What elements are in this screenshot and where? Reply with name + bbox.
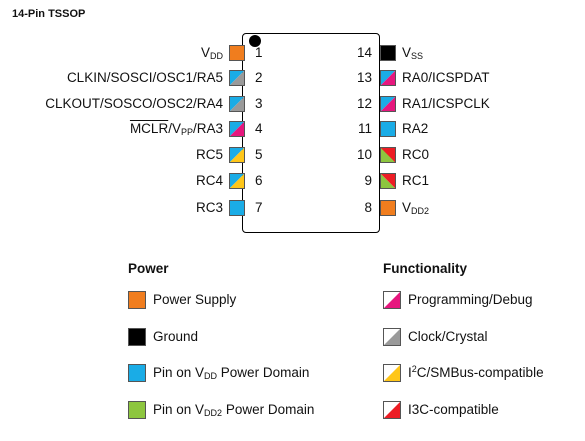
legend-label: Pin on VDD Power Domain bbox=[153, 365, 310, 381]
pin-label: RC1 bbox=[402, 173, 430, 188]
pin-5-rc5: RC5 bbox=[0, 147, 245, 163]
functionality-legend-heading: Functionality bbox=[383, 261, 467, 276]
pin-label: RC3 bbox=[195, 200, 223, 215]
pin-4-mclr: MCLR/VPP/RA3 bbox=[0, 121, 245, 137]
package-title: 14-Pin TSSOP bbox=[12, 8, 86, 20]
pin-label: VDD2 bbox=[402, 200, 430, 216]
legend-label: Ground bbox=[153, 329, 199, 344]
pin-label: VDD bbox=[200, 45, 223, 61]
pin-label: VSS bbox=[402, 45, 424, 61]
legend-label: I2C/SMBus-compatible bbox=[408, 364, 544, 381]
i2c-swatch bbox=[383, 364, 401, 382]
pin-13-ra0: RA0/ICSPDAT bbox=[380, 70, 580, 86]
power-supply-swatch bbox=[128, 291, 146, 309]
pin-number: 14 bbox=[356, 45, 372, 60]
pin-number: 4 bbox=[255, 121, 263, 136]
vdd-programming-swatch bbox=[229, 121, 245, 137]
vdd-domain-swatch bbox=[380, 121, 396, 137]
vdd2-domain-swatch bbox=[128, 401, 146, 419]
pin-number: 11 bbox=[357, 121, 372, 136]
pin-label: RC0 bbox=[402, 147, 430, 162]
vdd-i2c-swatch bbox=[229, 173, 245, 189]
pin-number: 13 bbox=[356, 70, 372, 85]
power-legend-heading: Power bbox=[128, 261, 169, 276]
pin-number: 1 bbox=[255, 45, 263, 60]
legend-label: I3C-compatible bbox=[408, 402, 499, 417]
vdd2-i3c-swatch bbox=[380, 173, 396, 189]
pin-number: 5 bbox=[255, 147, 263, 162]
pin-label: RC5 bbox=[195, 147, 223, 162]
power-supply-swatch bbox=[380, 200, 396, 216]
vdd-domain-swatch bbox=[229, 200, 245, 216]
vdd-programming-swatch bbox=[380, 96, 396, 112]
pin-3-clkout: CLKOUT/SOSCO/OSC2/RA4 bbox=[0, 96, 245, 112]
legend-label: Pin on VDD2 Power Domain bbox=[153, 402, 315, 418]
pin-10-rc0: RC0 bbox=[380, 147, 580, 163]
pin-number: 9 bbox=[364, 173, 372, 188]
clock-swatch bbox=[383, 328, 401, 346]
vdd-i2c-swatch bbox=[229, 147, 245, 163]
pin-label: RA1/ICSPCLK bbox=[402, 96, 490, 111]
pin-9-rc1: RC1 bbox=[380, 173, 580, 189]
pin-label: MCLR/VPP/RA3 bbox=[129, 121, 223, 137]
pin-number: 2 bbox=[255, 70, 263, 85]
programming-swatch bbox=[383, 291, 401, 309]
i3c-swatch bbox=[383, 401, 401, 419]
pin-6-rc4: RC4 bbox=[0, 173, 245, 189]
vdd-clock-swatch bbox=[229, 96, 245, 112]
vdd2-i3c-swatch bbox=[380, 147, 396, 163]
pin-number: 3 bbox=[255, 96, 263, 111]
pin-label: RA0/ICSPDAT bbox=[402, 70, 490, 85]
pin-8-vdd2: VDD2 bbox=[380, 200, 580, 216]
power-supply-swatch bbox=[229, 45, 245, 61]
pin-number: 8 bbox=[364, 200, 372, 215]
pin-12-ra1: RA1/ICSPCLK bbox=[380, 96, 580, 112]
pin-label: CLKOUT/SOSCO/OSC2/RA4 bbox=[45, 96, 223, 111]
vdd-programming-swatch bbox=[380, 70, 396, 86]
pin-label: RC4 bbox=[195, 173, 223, 188]
pin-11-ra2: RA2 bbox=[380, 121, 580, 137]
vdd-clock-swatch bbox=[229, 70, 245, 86]
pin-number: 10 bbox=[356, 147, 372, 162]
vdd-domain-swatch bbox=[128, 364, 146, 382]
pin-2-clkin: CLKIN/SOSCI/OSC1/RA5 bbox=[0, 70, 245, 86]
ground-swatch bbox=[128, 328, 146, 346]
pin1-indicator-dot bbox=[249, 35, 261, 47]
legend-label: Clock/Crystal bbox=[408, 329, 488, 344]
pin-number: 6 bbox=[255, 173, 263, 188]
pin-14-vss: VSS bbox=[380, 45, 580, 61]
legend-label: Power Supply bbox=[153, 292, 237, 307]
pin-number: 7 bbox=[255, 200, 263, 215]
pin-7-rc3: RC3 bbox=[0, 200, 245, 216]
pin-label: RA2 bbox=[402, 121, 429, 136]
pin-number: 12 bbox=[356, 96, 372, 111]
ground-swatch bbox=[380, 45, 396, 61]
pin-label: CLKIN/SOSCI/OSC1/RA5 bbox=[66, 70, 223, 85]
pin-1-vdd: VDD bbox=[0, 45, 245, 61]
legend-label: Programming/Debug bbox=[408, 292, 533, 307]
